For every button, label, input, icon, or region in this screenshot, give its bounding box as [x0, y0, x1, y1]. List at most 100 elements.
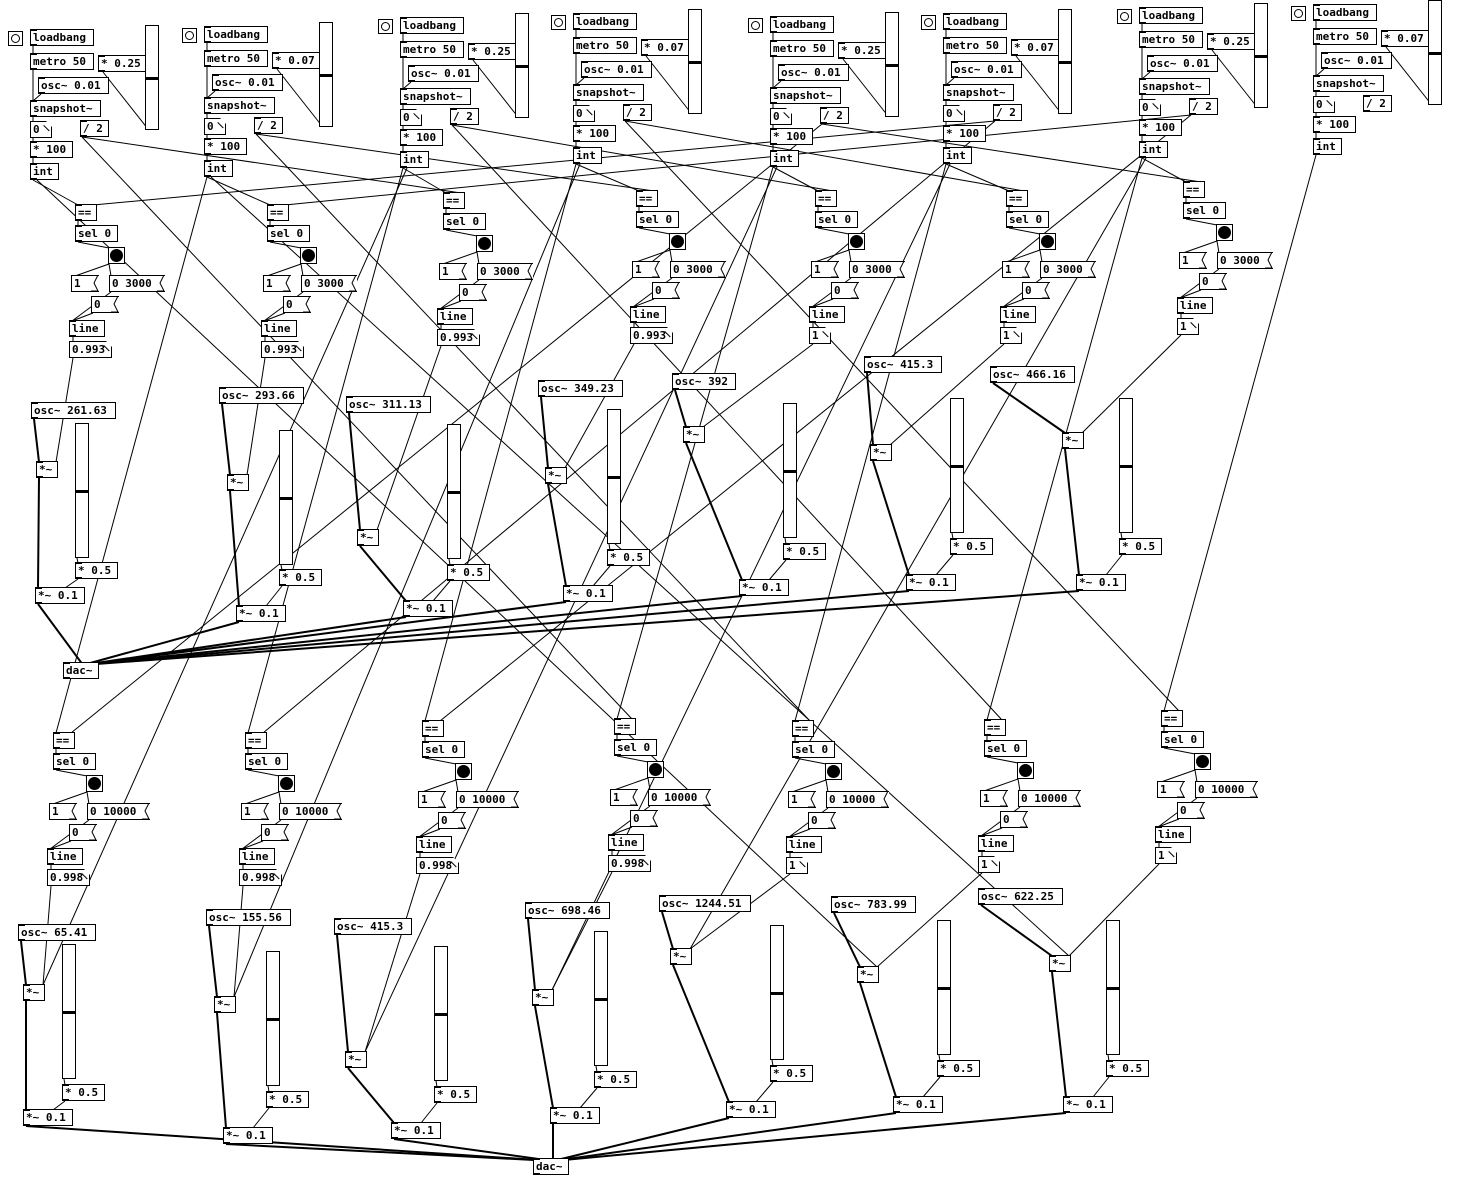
control-cord[interactable]: [983, 778, 1019, 792]
int-5[interactable]: int: [943, 147, 972, 164]
audio-cord[interactable]: [25, 1125, 554, 1162]
va-osc-2[interactable]: osc~ 311.13: [346, 396, 431, 413]
mul100-7[interactable]: * 100: [1313, 116, 1356, 133]
vb-level-5[interactable]: 1: [978, 856, 1000, 873]
lfo-osc-5[interactable]: osc~ 0.01: [951, 61, 1022, 78]
control-cord[interactable]: [755, 1081, 774, 1103]
vb-eq-1[interactable]: ==: [245, 732, 267, 749]
control-cord[interactable]: [1163, 747, 1196, 755]
control-cord[interactable]: [772, 80, 782, 89]
control-cord[interactable]: [451, 124, 1003, 721]
control-cord[interactable]: [420, 1102, 438, 1124]
va-sel-5[interactable]: sel 0: [1006, 211, 1049, 228]
va-bang-1[interactable]: [300, 247, 317, 264]
va-bang-3[interactable]: [669, 233, 686, 250]
vb-msg-zero-6[interactable]: 0: [1177, 802, 1205, 819]
control-cord[interactable]: [1081, 334, 1182, 434]
control-cord[interactable]: [638, 227, 671, 235]
mul100-6[interactable]: * 100: [1139, 119, 1182, 136]
lfo-osc-1[interactable]: osc~ 0.01: [212, 74, 283, 91]
control-cord[interactable]: [1157, 818, 1180, 828]
vb-mul05-1[interactable]: * 0.5: [266, 1091, 309, 1108]
loadbang-toggle-5[interactable]: [921, 15, 936, 30]
va-mul05-2[interactable]: * 0.5: [447, 564, 490, 581]
va-level-5[interactable]: 1: [1000, 327, 1022, 344]
va-line-6[interactable]: line: [1177, 297, 1213, 314]
snapshot-value-6[interactable]: 0: [1139, 99, 1161, 116]
vb-level-0[interactable]: 0.998: [47, 869, 90, 886]
control-cord[interactable]: [575, 77, 585, 86]
vb-bang-2[interactable]: [455, 763, 472, 780]
audio-cord[interactable]: [540, 396, 549, 469]
vb-line-5[interactable]: line: [978, 835, 1014, 852]
vb-gain-slider-4[interactable]: [770, 925, 784, 1060]
snapshot-3[interactable]: snapshot~: [573, 84, 644, 101]
control-cord[interactable]: [794, 163, 947, 722]
vb-bang-5[interactable]: [1017, 762, 1034, 779]
audio-cord[interactable]: [20, 940, 27, 986]
audio-cord[interactable]: [1064, 448, 1080, 576]
va-msg-one-6[interactable]: 1: [1179, 252, 1207, 269]
vb-gain-slider-6[interactable]: [1106, 920, 1120, 1055]
vb-eq-2[interactable]: ==: [422, 720, 444, 737]
control-cord[interactable]: [402, 81, 412, 90]
vb-bang-0[interactable]: [86, 775, 103, 792]
control-cord[interactable]: [842, 58, 889, 117]
top-level-slider-2-knob[interactable]: [516, 65, 528, 68]
vb-bang-1[interactable]: [278, 775, 295, 792]
top-level-slider-3[interactable]: [688, 9, 702, 114]
vb-mulsig-3[interactable]: *~: [532, 989, 554, 1006]
top-mul-5[interactable]: * 0.07: [1011, 39, 1061, 56]
vb-msg-ramp-4[interactable]: 0 10000: [826, 791, 889, 808]
audio-cord[interactable]: [534, 1005, 554, 1109]
vb-gain-slider-0-knob[interactable]: [63, 1011, 75, 1014]
vb-msg-zero-0[interactable]: 0: [69, 824, 97, 841]
va-mulsig-2[interactable]: *~: [357, 529, 379, 546]
control-cord[interactable]: [817, 227, 850, 235]
loadbang-0[interactable]: loadbang: [30, 29, 94, 46]
va-mul05-6[interactable]: * 0.5: [1119, 538, 1162, 555]
int-7[interactable]: int: [1313, 138, 1342, 155]
top-level-slider-0[interactable]: [145, 25, 159, 130]
metro-2[interactable]: metro 50: [400, 41, 464, 58]
vb-eq-4[interactable]: ==: [792, 720, 814, 737]
control-cord[interactable]: [1315, 68, 1325, 77]
div2-3[interactable]: / 2: [623, 104, 652, 121]
va-osc-6[interactable]: osc~ 466.16: [990, 366, 1075, 383]
va-eq-3[interactable]: ==: [636, 190, 658, 207]
vb-msg-one-6[interactable]: 1: [1157, 781, 1185, 798]
loadbang-7[interactable]: loadbang: [1313, 4, 1377, 21]
audio-cord[interactable]: [685, 442, 743, 581]
control-cord[interactable]: [81, 136, 633, 720]
va-line-2[interactable]: line: [437, 308, 473, 325]
control-cord[interactable]: [455, 779, 459, 793]
control-cord[interactable]: [1017, 778, 1021, 792]
vb-sel-6[interactable]: sel 0: [1161, 731, 1204, 748]
snapshot-4[interactable]: snapshot~: [770, 87, 841, 104]
mul100-2[interactable]: * 100: [400, 129, 443, 146]
int-0[interactable]: int: [30, 163, 59, 180]
vb-mulsig-0[interactable]: *~: [23, 984, 45, 1001]
control-cord[interactable]: [472, 59, 519, 118]
vb-level-3[interactable]: 0.998: [608, 855, 651, 872]
control-cord[interactable]: [246, 357, 266, 476]
va-line-1[interactable]: line: [261, 320, 297, 337]
vb-level-4[interactable]: 1: [786, 857, 808, 874]
vb-mulsig-2[interactable]: *~: [345, 1051, 367, 1068]
vb-eq-3[interactable]: ==: [614, 718, 636, 735]
vb-msg-one-1[interactable]: 1: [241, 803, 269, 820]
va-msg-ramp-1[interactable]: 0 3000: [301, 275, 357, 292]
audio-cord[interactable]: [208, 925, 218, 998]
audio-cord[interactable]: [37, 477, 40, 589]
loadbang-toggle-3[interactable]: [551, 15, 566, 30]
loadbang-5[interactable]: loadbang: [943, 13, 1007, 30]
vb-mulsig-1[interactable]: *~: [214, 996, 236, 1013]
control-cord[interactable]: [551, 163, 951, 991]
control-cord[interactable]: [889, 343, 1005, 446]
control-cord[interactable]: [74, 263, 110, 277]
control-cord[interactable]: [1141, 71, 1151, 80]
vb-msg-ramp-3[interactable]: 0 10000: [648, 789, 711, 806]
top-level-slider-5-knob[interactable]: [1059, 61, 1071, 64]
lfo-osc-3[interactable]: osc~ 0.01: [581, 61, 652, 78]
